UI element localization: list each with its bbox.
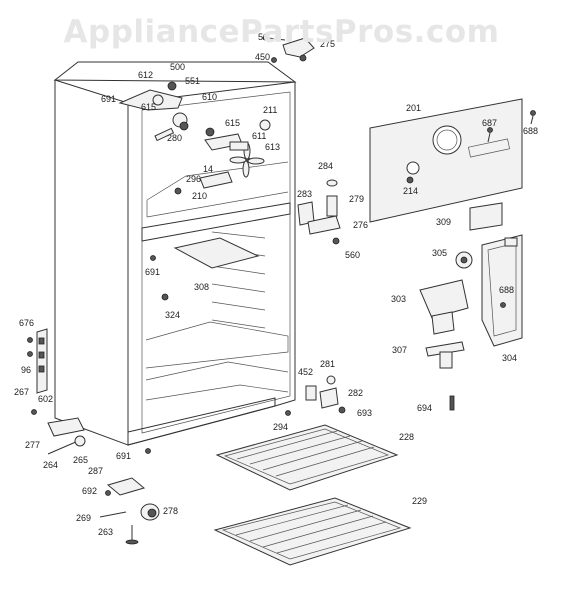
rail-5 [211,301,266,311]
divider-mullion [141,202,291,242]
part-label-612: 612 [138,70,153,80]
part-label-264: 264 [43,460,58,470]
part-label-229: 229 [412,496,427,506]
part-label-304: 304 [502,353,517,363]
part-label-452: 452 [298,367,313,377]
part-label-267: 267 [14,387,29,397]
part-label-276: 276 [353,220,368,230]
part-label-309: 309 [436,217,451,227]
part-label-281: 281 [320,359,335,369]
top-hinge [262,35,315,63]
hinge-bracket [36,328,48,394]
part-label-688: 688 [499,285,514,295]
freezer-shelf-line [146,191,289,218]
ice-chute [419,279,469,335]
part-label-691: 691 [145,267,160,277]
part-label-324: 324 [165,310,180,320]
part-label-287: 287 [88,466,103,476]
cabinet-top [53,61,297,83]
part-label-450: 450 [255,52,270,62]
part-label-602: 602 [38,394,53,404]
part-label-211: 211 [263,105,277,115]
plug [161,293,169,301]
damper-parts [297,179,341,245]
watermark: AppliancePartsPros.com [63,14,500,50]
part-label-265: 265 [73,455,88,465]
part-label-613: 613 [265,142,280,152]
part-label-283: 283 [297,189,312,199]
rail-4 [211,283,266,293]
part-label-308: 308 [194,282,209,292]
pin [449,395,455,411]
label-plate [469,202,503,231]
part-label-228: 228 [399,432,414,442]
part-label-263: 263 [98,527,113,537]
cabinet-left-side [54,79,129,446]
part-label-277: 277 [25,440,40,450]
wire-shelf-228 [215,424,399,491]
part-label-693: 693 [357,408,372,418]
part-label-694: 694 [417,403,432,413]
part-label-610: 610 [202,92,217,102]
part-label-214: 214 [403,186,418,196]
part-label-500: 500 [170,62,185,72]
part-label-303: 303 [391,294,406,304]
part-label-294: 294 [273,422,288,432]
part-label-615: 615 [225,118,240,128]
wire-shelf-229 [213,497,412,566]
part-label-269: 269 [76,513,91,523]
part-label-692: 692 [82,486,97,496]
rail-6 [211,319,266,329]
cabinet-liner [141,91,291,434]
part-label-676: 676 [19,318,34,328]
freezer-shelf [173,237,260,269]
evaporator-cover [369,98,523,223]
part-label-691: 691 [116,451,131,461]
rail-3 [211,265,266,275]
part-label-615: 615 [141,102,156,112]
part-label-687: 687 [482,118,497,128]
part-label-307: 307 [392,345,407,355]
part-label-50: 50 [258,32,268,42]
part-label-201: 201 [406,103,421,113]
part-label-282: 282 [348,388,363,398]
part-label-210: 210 [192,191,207,201]
part-label-305: 305 [432,248,447,258]
part-label-551: 551 [185,76,200,86]
part-label-278: 278 [163,506,178,516]
part-label-691: 691 [101,94,116,104]
part-label-280: 280 [167,133,182,143]
part-label-14: 14 [203,164,213,174]
part-label-96: 96 [21,365,31,375]
callout-labels: 50 275 450 500 612 551 691 615 610 211 615 280 61161… [14,32,538,537]
part-label-560: 560 [345,250,360,260]
kick-plate [127,397,276,446]
freezer-floor [146,161,289,201]
part-label-688: 688 [523,126,538,136]
part-label-611: 611 [252,131,266,141]
refrigerator-cabinet [36,61,297,446]
dispenser-housing [481,234,523,347]
part-label-275: 275 [320,39,335,49]
lower-bracket-parts [305,375,346,414]
part-label-296: 296 [186,174,201,184]
part-label-279: 279 [349,194,364,204]
control-knob [455,251,473,269]
roller-hardware [27,337,291,545]
crisper-floor [145,361,289,381]
crisper-step [145,321,289,369]
control-assembly [118,81,271,195]
part-label-284: 284 [318,161,333,171]
dispenser-lever [425,341,465,369]
rail-1 [211,231,266,239]
